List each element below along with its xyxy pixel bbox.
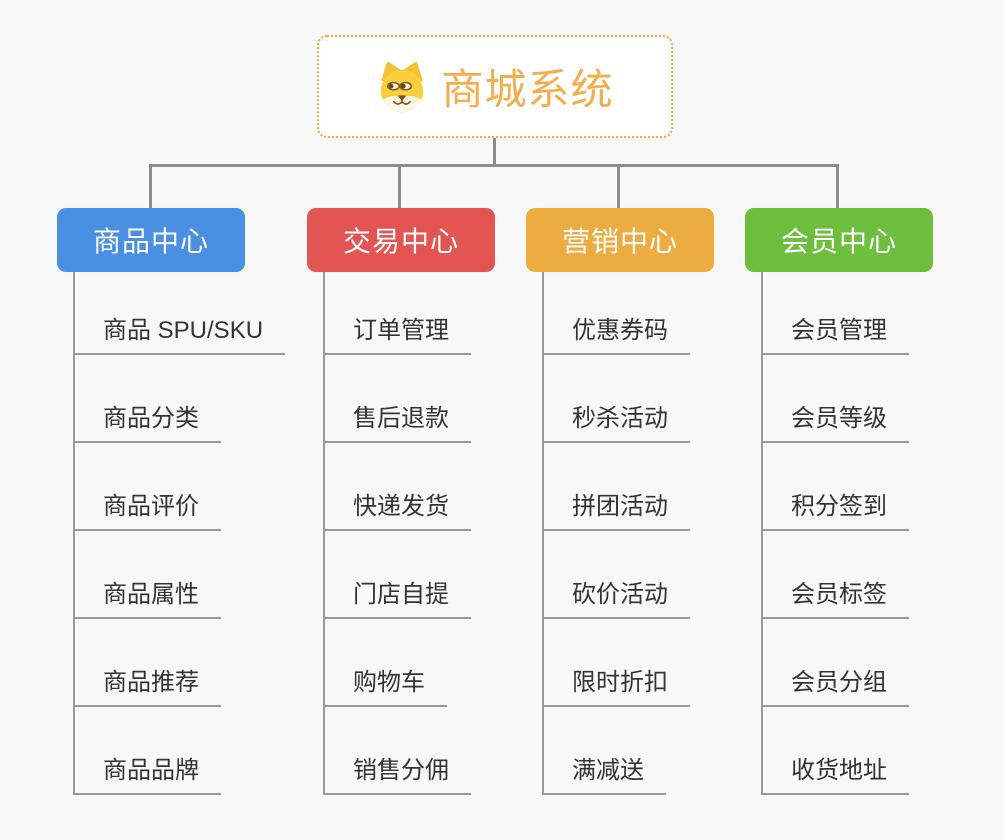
leaf-node[interactable]: 会员管理 bbox=[763, 272, 909, 355]
leaf-node[interactable]: 秒杀活动 bbox=[544, 355, 690, 443]
leaf-node[interactable]: 会员标签 bbox=[763, 531, 909, 619]
branch-node-member-center[interactable]: 会员中心 bbox=[745, 208, 933, 272]
leaf-node[interactable]: 收货地址 bbox=[763, 707, 909, 795]
leaf-node[interactable]: 售后退款 bbox=[325, 355, 471, 443]
leaf-node[interactable]: 积分签到 bbox=[763, 443, 909, 531]
branch-node-trade-center[interactable]: 交易中心 bbox=[307, 208, 495, 272]
branch-children-marketing: 优惠券码 秒杀活动 拼团活动 砍价活动 限时折扣 满减送 bbox=[542, 272, 690, 795]
connector-drop-trade bbox=[398, 164, 401, 208]
root-node-label: 商城系统 bbox=[441, 66, 614, 113]
leaf-node[interactable]: 优惠券码 bbox=[544, 272, 690, 355]
leaf-node[interactable]: 购物车 bbox=[325, 619, 447, 707]
leaf-node[interactable]: 会员等级 bbox=[763, 355, 909, 443]
branch-children-member: 会员管理 会员等级 积分签到 会员标签 会员分组 收货地址 bbox=[761, 272, 909, 795]
leaf-node[interactable]: 商品属性 bbox=[75, 531, 221, 619]
connector-drop-marketing bbox=[617, 164, 620, 208]
leaf-node[interactable]: 门店自提 bbox=[325, 531, 471, 619]
connector-root-stem bbox=[493, 138, 496, 166]
connector-bus bbox=[149, 164, 839, 167]
leaf-node[interactable]: 商品推荐 bbox=[75, 619, 221, 707]
leaf-node[interactable]: 商品分类 bbox=[75, 355, 221, 443]
leaf-node[interactable]: 满减送 bbox=[544, 707, 666, 795]
leaf-node[interactable]: 砍价活动 bbox=[544, 531, 690, 619]
leaf-node[interactable]: 商品评价 bbox=[75, 443, 221, 531]
leaf-node[interactable]: 销售分佣 bbox=[325, 707, 471, 795]
leaf-node[interactable]: 拼团活动 bbox=[544, 443, 690, 531]
connector-drop-member bbox=[836, 164, 839, 208]
root-node[interactable]: 商城系统 bbox=[317, 35, 673, 138]
leaf-node[interactable]: 商品品牌 bbox=[75, 707, 221, 795]
branch-trade-center: 交易中心 订单管理 售后退款 快递发货 门店自提 购物车 销售分佣 bbox=[307, 208, 495, 795]
leaf-node[interactable]: 限时折扣 bbox=[544, 619, 690, 707]
branch-children-trade: 订单管理 售后退款 快递发货 门店自提 购物车 销售分佣 bbox=[323, 272, 471, 795]
shiba-dog-icon bbox=[381, 61, 424, 112]
branch-children-product: 商品 SPU/SKU 商品分类 商品评价 商品属性 商品推荐 商品品牌 bbox=[73, 272, 286, 795]
leaf-node[interactable]: 会员分组 bbox=[763, 619, 909, 707]
branch-marketing-center: 营销中心 优惠券码 秒杀活动 拼团活动 砍价活动 限时折扣 满减送 bbox=[526, 208, 714, 795]
leaf-node[interactable]: 快递发货 bbox=[325, 443, 471, 531]
branch-node-product-center[interactable]: 商品中心 bbox=[57, 208, 245, 272]
connector-drop-product bbox=[149, 164, 152, 208]
leaf-node[interactable]: 订单管理 bbox=[325, 272, 471, 355]
branch-product-center: 商品中心 商品 SPU/SKU 商品分类 商品评价 商品属性 商品推荐 商品品牌 bbox=[57, 208, 286, 795]
branch-member-center: 会员中心 会员管理 会员等级 积分签到 会员标签 会员分组 收货地址 bbox=[745, 208, 933, 795]
branch-node-marketing-center[interactable]: 营销中心 bbox=[526, 208, 714, 272]
leaf-node[interactable]: 商品 SPU/SKU bbox=[75, 272, 286, 355]
